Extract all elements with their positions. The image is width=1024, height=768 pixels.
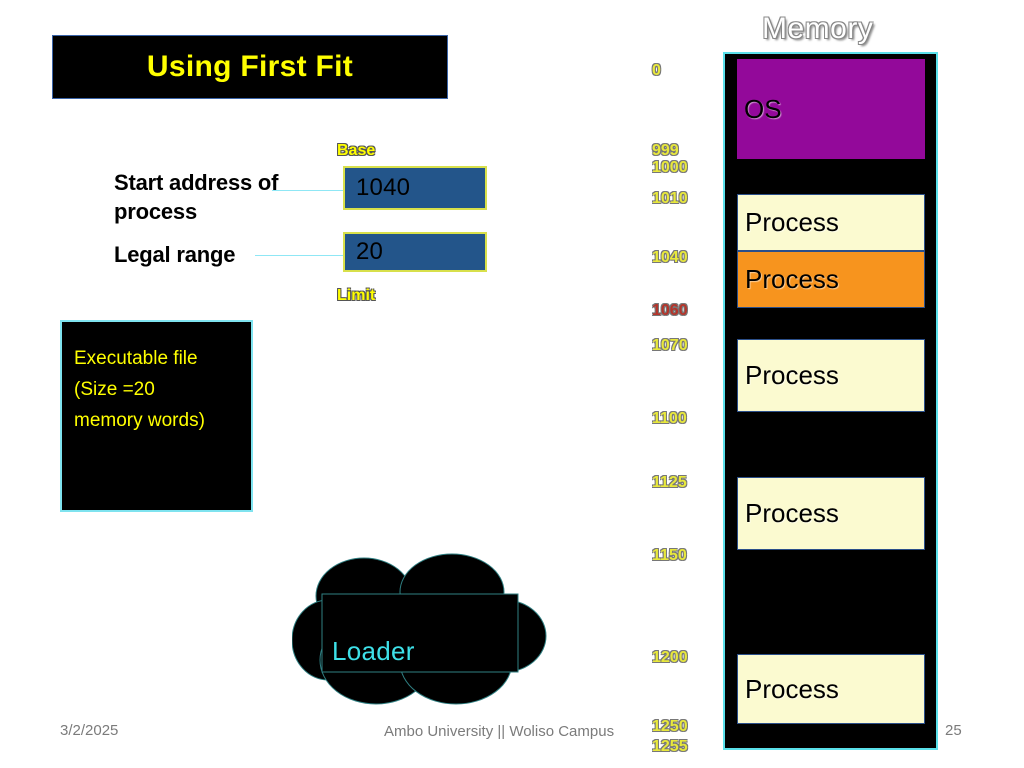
- memory-block-label: Process: [745, 264, 839, 294]
- cloud-shape-icon: [292, 553, 547, 705]
- memory-address-label: 1000: [652, 159, 688, 176]
- base-label: Base: [337, 142, 376, 159]
- memory-block: Process: [737, 477, 925, 550]
- limit-register-box: 20: [343, 232, 487, 272]
- memory-block-label: Process: [745, 673, 839, 704]
- executable-file-box: Executable file (Size =20 memory words): [60, 320, 253, 512]
- memory-address-label: 1150: [652, 547, 687, 564]
- memory-address-label: 1070: [652, 337, 688, 354]
- memory-block: Process: [737, 251, 925, 308]
- memory-block-label: Process: [745, 498, 839, 528]
- memory-address-label: 1125: [652, 474, 687, 491]
- base-arrow-line: [272, 190, 356, 191]
- loader-label: Loader: [332, 636, 415, 666]
- limit-value: 20: [356, 238, 384, 265]
- memory-address-label: 1010: [652, 190, 688, 207]
- executable-line-1: Executable file: [74, 348, 198, 369]
- memory-address-label: 999: [652, 142, 679, 159]
- memory-block: Process: [737, 339, 925, 412]
- executable-line-2: (Size =20: [74, 378, 155, 400]
- memory-address-label: 1255: [652, 738, 688, 755]
- memory-block-label: Process: [745, 207, 839, 237]
- slide-title-box: Using First Fit: [52, 35, 448, 99]
- start-address-note: Start address of process: [114, 170, 279, 225]
- base-register-box: 1040: [343, 166, 487, 210]
- base-value: 1040: [356, 174, 411, 201]
- memory-address-label: 1200: [652, 649, 688, 666]
- memory-address-label: 1040: [652, 249, 688, 266]
- page-title: Using First Fit: [146, 50, 354, 83]
- memory-address-label: 1060: [652, 302, 688, 319]
- memory-block: OS: [737, 59, 925, 159]
- memory-title: Memory: [762, 12, 874, 45]
- memory-block: Process: [737, 194, 925, 251]
- memory-address-label: 0: [652, 62, 661, 79]
- footer-institution: Ambo University || Woliso Campus: [384, 723, 615, 740]
- memory-block: Process: [737, 654, 925, 724]
- limit-label: Limit: [337, 287, 376, 304]
- executable-line-3: memory words): [74, 409, 205, 431]
- memory-address-label: 1250: [652, 718, 688, 735]
- memory-address-label: 1100: [652, 410, 687, 427]
- slide-number: 25: [945, 722, 962, 739]
- memory-block-label: Process: [745, 360, 839, 390]
- limit-arrow-line: [255, 255, 356, 256]
- loader-cloud: Loader: [292, 548, 552, 708]
- memory-block-label: OS: [744, 93, 782, 124]
- legal-range-note: Legal range: [114, 242, 236, 267]
- footer-date: 3/2/2025: [60, 722, 119, 739]
